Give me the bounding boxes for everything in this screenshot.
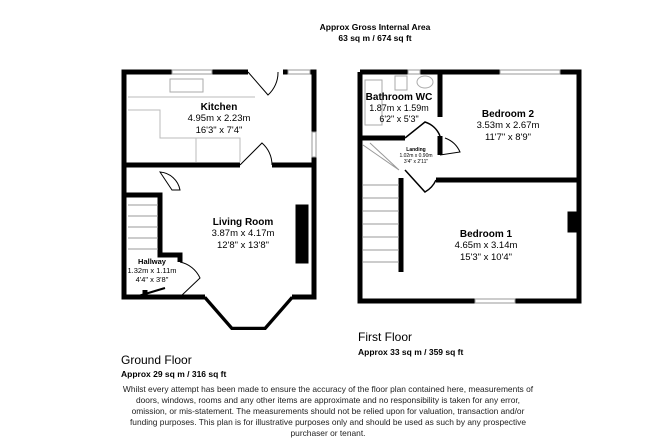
bay-window bbox=[203, 295, 294, 330]
room-imperial: 6'2" x 5'3" bbox=[379, 114, 419, 124]
window bbox=[474, 298, 516, 304]
bathroom-door bbox=[404, 121, 441, 139]
room-imperial: 16'3" x 7'4" bbox=[195, 125, 243, 136]
living-door bbox=[239, 142, 273, 166]
hall-door bbox=[179, 261, 201, 298]
room-label-living-room: Living Room 3.87m x 4.17m 12'8" x 13'8" bbox=[212, 217, 275, 252]
window bbox=[171, 69, 213, 75]
room-name: Bedroom 1 bbox=[459, 229, 513, 240]
wall bbox=[121, 69, 248, 300]
stairs bbox=[362, 142, 400, 263]
room-name: Landing bbox=[406, 147, 426, 153]
kitchen-units bbox=[128, 96, 255, 162]
window bbox=[311, 131, 317, 158]
room-name: Living Room bbox=[212, 217, 274, 228]
room-metric: 1.87m x 1.59m bbox=[369, 103, 429, 113]
first-floor-plan bbox=[357, 69, 582, 304]
sink bbox=[169, 78, 204, 93]
wall bbox=[124, 192, 183, 262]
ground-floor-plan bbox=[121, 69, 317, 330]
room-metric: 3.53m x 2.67m bbox=[476, 120, 540, 131]
bath bbox=[364, 79, 383, 126]
wall bbox=[357, 69, 582, 304]
first-floor-area: Approx 33 sq m / 359 sq ft bbox=[358, 347, 464, 357]
room-name: Hallway bbox=[138, 257, 166, 266]
basin bbox=[416, 75, 434, 89]
kitchen-door bbox=[247, 71, 279, 96]
ground-floor-label: Ground Floor bbox=[121, 353, 192, 367]
room-imperial: 12'8" x 13'8" bbox=[216, 240, 270, 251]
room-label-kitchen: Kitchen 4.95m x 2.23m 16'3" x 7'4" bbox=[188, 102, 251, 137]
stairs bbox=[128, 204, 158, 250]
gross-area-title: Approx Gross Internal Area 63 sq m / 674… bbox=[320, 22, 431, 44]
front-door bbox=[134, 287, 166, 298]
wall bbox=[283, 69, 317, 300]
room-name: Bathroom WC bbox=[365, 92, 433, 103]
window bbox=[499, 69, 561, 75]
chimney-breast bbox=[295, 204, 309, 264]
room-imperial: 11'7" x 8'9" bbox=[484, 132, 532, 143]
room-metric: 1.32m x 1.11m bbox=[127, 266, 177, 275]
room-label-hallway: Hallway 1.32m x 1.11m 4'4" x 3'8" bbox=[127, 257, 176, 284]
chimney-breast bbox=[567, 211, 579, 233]
room-imperial: 3'4" x 2'11" bbox=[403, 159, 429, 165]
room-label-bedroom-2: Bedroom 2 3.53m x 2.67m 11'7" x 8'9" bbox=[477, 109, 540, 144]
toilet bbox=[394, 75, 408, 91]
room-metric: 4.65m x 3.14m bbox=[454, 240, 518, 251]
door bbox=[159, 171, 181, 191]
bedroom1-door bbox=[404, 169, 437, 193]
gross-area-value: 63 sq m / 674 sq ft bbox=[338, 33, 412, 43]
room-metric: 3.87m x 4.17m bbox=[211, 228, 275, 239]
room-label-landing: Landing 1.02m x 0.90m 3'4" x 2'11" bbox=[399, 147, 432, 165]
room-imperial: 15'3" x 10'4" bbox=[459, 252, 513, 263]
room-label-bathroom: Bathroom WC 1.87m x 1.59m 6'2" x 5'3" bbox=[366, 92, 433, 125]
first-floor-label: First Floor bbox=[358, 330, 412, 344]
room-label-bedroom-1: Bedroom 1 4.65m x 3.14m 15'3" x 10'4" bbox=[455, 229, 518, 264]
gross-area-label: Approx Gross Internal Area bbox=[319, 22, 431, 32]
window bbox=[287, 69, 311, 75]
room-name: Kitchen bbox=[200, 102, 238, 113]
bedroom2-door bbox=[439, 137, 461, 156]
room-metric: 1.02m x 0.90m bbox=[399, 153, 433, 159]
ground-floor-area: Approx 29 sq m / 316 sq ft bbox=[121, 369, 227, 379]
window bbox=[407, 69, 421, 75]
room-name: Bedroom 2 bbox=[481, 109, 535, 120]
room-metric: 4.95m x 2.23m bbox=[187, 113, 251, 124]
room-imperial: 4'4" x 3'8" bbox=[135, 275, 169, 284]
disclaimer: Whilst every attempt has been made to en… bbox=[122, 384, 534, 438]
